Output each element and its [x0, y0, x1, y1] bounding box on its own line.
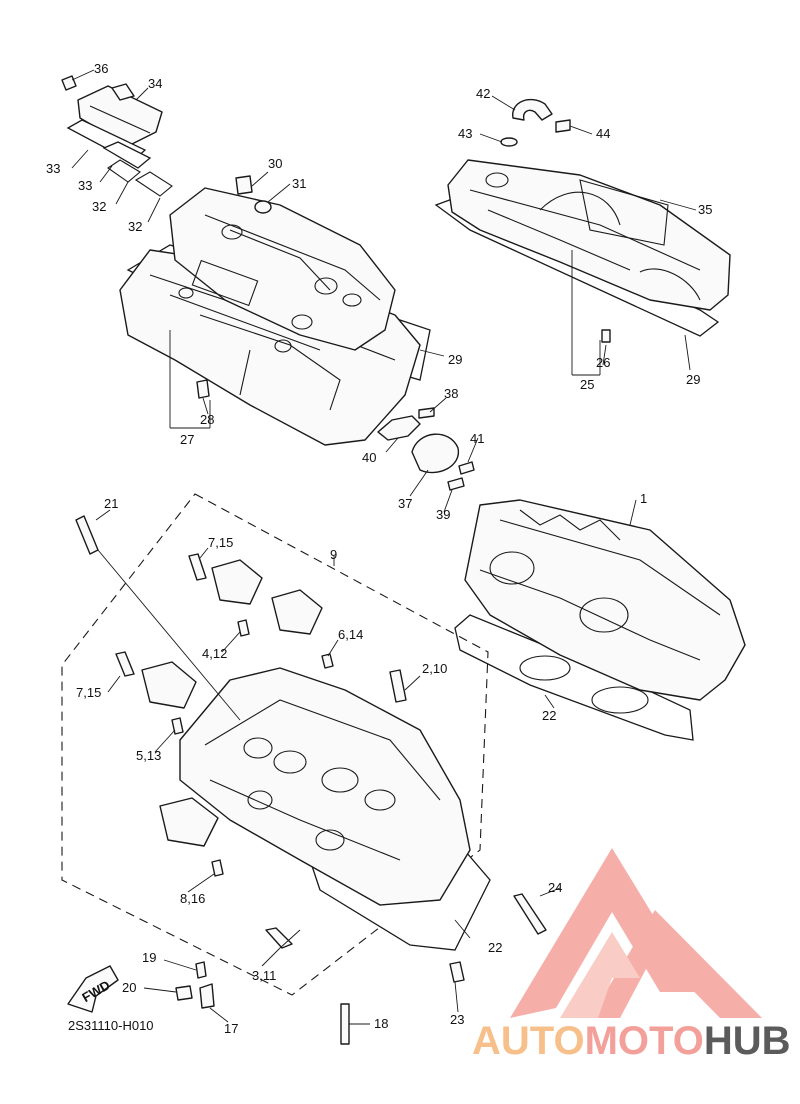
callout-26: 26 [596, 355, 610, 370]
callout-5-13: 5,13 [136, 748, 161, 763]
callout-36: 36 [94, 61, 108, 76]
callout-33-right: 33 [78, 178, 92, 193]
callout-1: 1 [640, 491, 647, 506]
callout-22-center: 22 [488, 940, 502, 955]
callout-27: 27 [180, 432, 194, 447]
callout-30: 30 [268, 156, 282, 171]
callout-7-15-left: 7,15 [76, 685, 101, 700]
front-cylinder-head-cover [119, 175, 431, 446]
callout-37: 37 [398, 496, 412, 511]
callout-41: 41 [470, 431, 484, 446]
front-cylinder-head [75, 515, 547, 1045]
callout-19: 19 [142, 950, 156, 965]
callout-29-right: 29 [686, 372, 700, 387]
callout-17: 17 [224, 1021, 238, 1036]
callout-29-left: 29 [448, 352, 462, 367]
callout-32-left: 32 [92, 199, 106, 214]
watermark-moto: MOTO [585, 1019, 704, 1063]
callout-34: 34 [148, 76, 162, 91]
callout-35: 35 [698, 202, 712, 217]
callout-2-10: 2,10 [422, 661, 447, 676]
callout-38: 38 [444, 386, 458, 401]
callout-24: 24 [548, 880, 562, 895]
watermark-hub: HUB [704, 1019, 791, 1063]
callout-40: 40 [362, 450, 376, 465]
callout-3-11: 3,11 [252, 968, 276, 983]
callout-39: 39 [436, 507, 450, 522]
diagram-code: 2S31110-H010 [68, 1018, 154, 1033]
callout-44: 44 [596, 126, 610, 141]
fwd-arrow: FWD [67, 965, 119, 1013]
callout-43: 43 [458, 126, 472, 141]
callout-31: 31 [292, 176, 306, 191]
leader-lines [71, 69, 697, 1025]
callout-4-12: 4,12 [202, 646, 227, 661]
callout-9: 9 [330, 547, 337, 562]
watermark-auto: AUTO [472, 1019, 585, 1063]
callout-22-right: 22 [542, 708, 556, 723]
group-9-boundary [61, 493, 489, 996]
watermark-logo-icon [510, 848, 762, 1018]
breather-assembly [61, 75, 173, 197]
callout-6-14: 6,14 [338, 627, 363, 642]
callout-20: 20 [122, 980, 136, 995]
callout-23: 23 [450, 1012, 464, 1027]
callout-8-16: 8,16 [180, 891, 205, 906]
callout-7-15-top: 7,15 [208, 535, 233, 550]
rear-cylinder-head-cover [434, 99, 731, 343]
watermark-text: AUTOMOTOHUB [472, 1019, 791, 1063]
watermark: AUTOMOTOHUB [472, 848, 791, 1063]
callout-42: 42 [476, 86, 490, 101]
callout-21: 21 [104, 496, 118, 511]
callout-28: 28 [200, 412, 214, 427]
callout-32-right: 32 [128, 219, 142, 234]
cylinder-head [454, 499, 746, 741]
callout-18: 18 [374, 1016, 388, 1031]
callout-25: 25 [580, 377, 594, 392]
callout-labels: 1 2,10 3,11 4,12 5,13 6,14 7,15 7,15 8,1… [46, 61, 712, 1036]
cap-and-bracket [377, 407, 475, 491]
callout-33-left: 33 [46, 161, 60, 176]
